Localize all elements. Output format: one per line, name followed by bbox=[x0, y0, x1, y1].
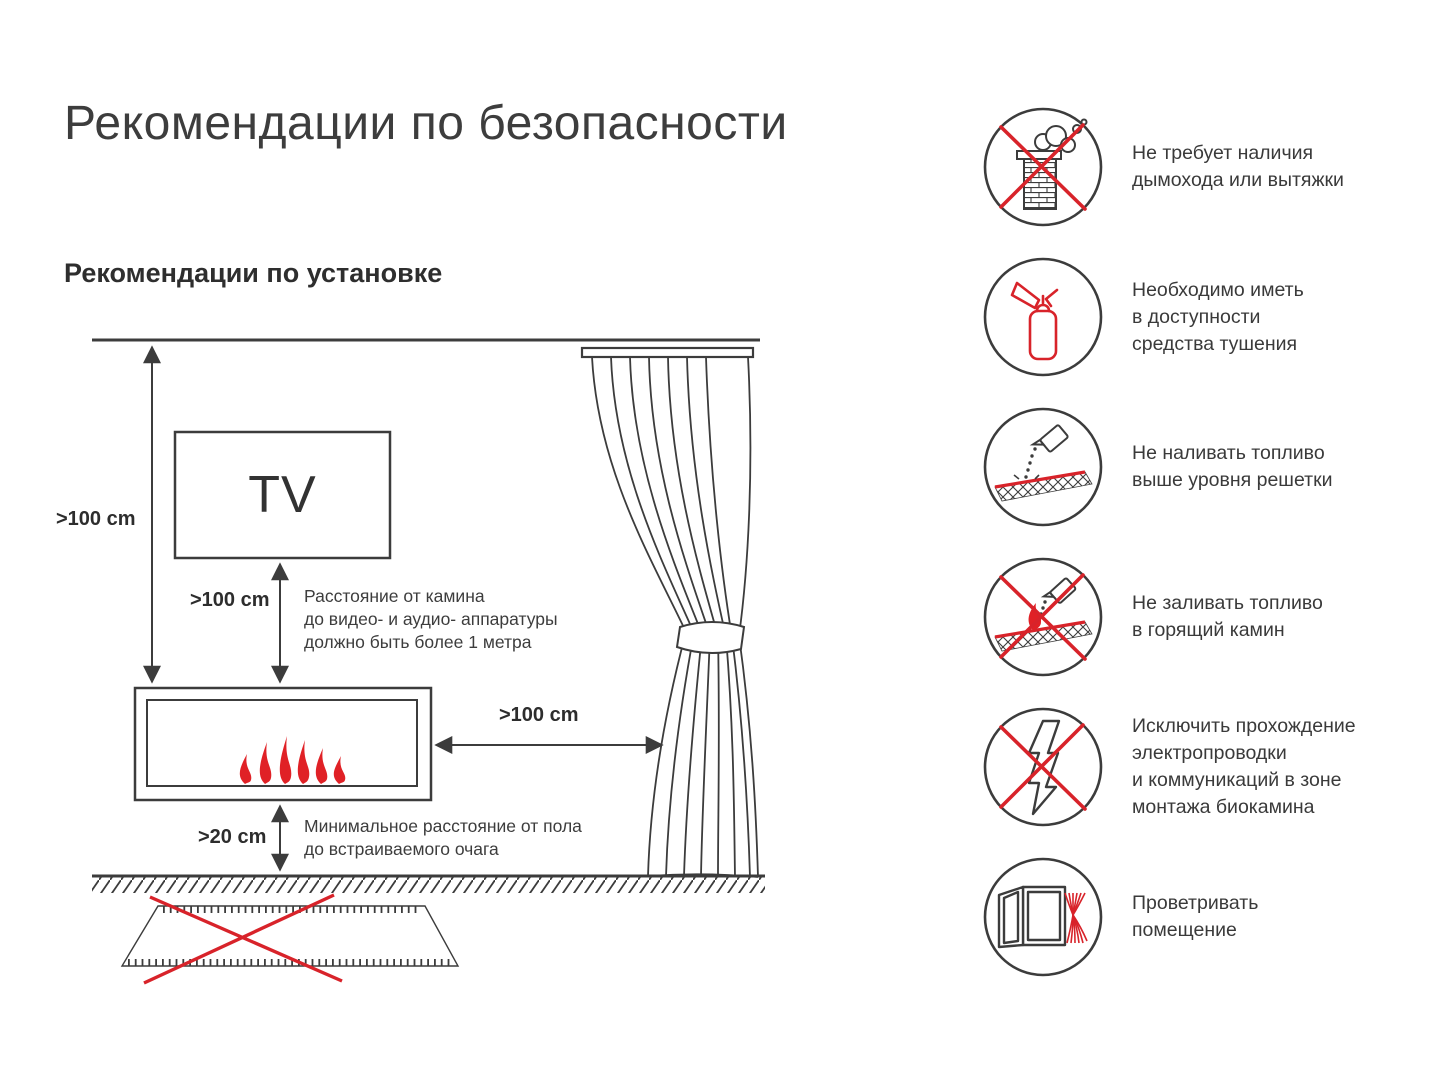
prohibition-cross bbox=[999, 573, 1087, 661]
note-tv-distance: Расстояние от камина до видео- и аудио- … bbox=[304, 586, 558, 652]
fuel-canister bbox=[1029, 424, 1069, 453]
chimney-drawing bbox=[1016, 118, 1088, 210]
grate-drawing bbox=[994, 470, 1093, 502]
dim-label-tv-to-fireplace: >100 cm bbox=[190, 589, 270, 611]
fuel-canister bbox=[1040, 577, 1077, 604]
safety-item-text: Не наливать топливо выше уровня решетки bbox=[1132, 442, 1333, 491]
page-title: Рекомендации по безопасности bbox=[64, 97, 788, 150]
dim-label-ceiling-to-fireplace: >100 cm bbox=[56, 508, 136, 530]
tv-box bbox=[173, 430, 392, 560]
safety-item-text: Не заливать топливо в горящий камин bbox=[1132, 592, 1323, 641]
installation-section-title: Рекомендации по установке bbox=[64, 258, 443, 288]
safety-item-text: Не требует наличия дымохода или вытяжки bbox=[1132, 142, 1344, 191]
grate-drawing bbox=[994, 620, 1093, 652]
curtain-rod bbox=[580, 346, 755, 359]
no-electrical-wiring-icon bbox=[983, 707, 1103, 827]
prohibition-cross bbox=[999, 723, 1087, 811]
no-chimney-icon bbox=[983, 107, 1103, 227]
safety-item-text: Проветривать помещение bbox=[1132, 892, 1259, 941]
flame bbox=[1028, 603, 1042, 630]
safety-item-text: Необходимо иметь в доступности средства … bbox=[1132, 278, 1304, 355]
dim-label-floor-to-fireplace: >20 cm bbox=[198, 826, 267, 848]
safety-item: Необходимо иметь в доступности средства … bbox=[980, 242, 1440, 392]
safety-item-text: Исключить прохождение электропроводки и … bbox=[1132, 715, 1356, 818]
safety-item: Не требует наличия дымохода или вытяжки bbox=[980, 92, 1440, 242]
safety-list: Не требует наличия дымохода или вытяжки … bbox=[980, 92, 1440, 992]
no-rug-cross bbox=[143, 893, 343, 985]
ventilate-room-icon bbox=[983, 857, 1103, 977]
dim-label-fireplace-to-curtain: >100 cm bbox=[499, 704, 579, 726]
prohibition-cross bbox=[999, 123, 1087, 211]
safety-item: Проветривать помещение bbox=[980, 842, 1440, 992]
open-window-drawing bbox=[997, 885, 1067, 949]
blowing-curtain bbox=[1064, 892, 1088, 944]
installation-diagram bbox=[92, 338, 765, 985]
tv-label: TV bbox=[248, 466, 317, 524]
extinguisher-drawing bbox=[1010, 281, 1059, 361]
curtain bbox=[580, 346, 759, 878]
fireplace-flames bbox=[239, 736, 346, 784]
fuel-above-grate-icon bbox=[983, 407, 1103, 527]
safety-item: Не наливать топливо выше уровня решетки bbox=[980, 392, 1440, 542]
no-refuel-burning-icon bbox=[983, 557, 1103, 677]
fuel-drops bbox=[1024, 447, 1037, 479]
fireplace-box bbox=[133, 686, 433, 802]
safety-item: Не заливать топливо в горящий камин bbox=[980, 542, 1440, 692]
note-floor-distance: Минимальное расстояние от пола до встраи… bbox=[304, 816, 582, 859]
rug bbox=[120, 905, 460, 967]
floor-hatching bbox=[92, 877, 765, 893]
fire-extinguisher-icon bbox=[983, 257, 1103, 377]
splash-marks bbox=[1013, 474, 1040, 480]
curtain-tieback bbox=[675, 621, 746, 655]
safety-item: Исключить прохождение электропроводки и … bbox=[980, 692, 1440, 842]
